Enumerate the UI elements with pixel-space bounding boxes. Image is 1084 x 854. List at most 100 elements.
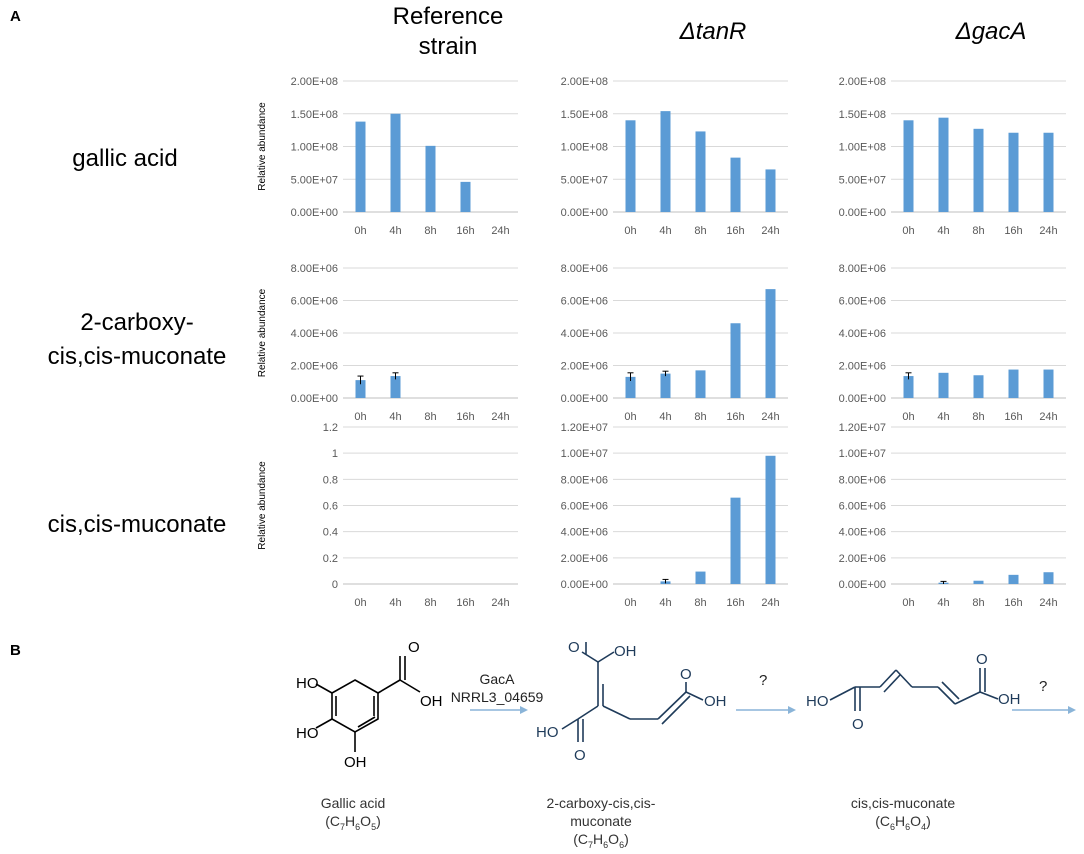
enzyme-label: GacA NRRL3_04659 [442,670,552,706]
enzyme-name: GacA [479,671,515,687]
y-tick-label: 8.00E+06 [839,263,886,275]
x-tick-label: 8h [694,225,706,237]
pathway-diagram: O OH HO HO OH OH O HO O O OH [296,639,1076,771]
y-tick-label: 5.00E+07 [561,174,608,186]
bar [730,323,741,398]
x-tick-label: 0h [624,411,636,423]
y-tick-label: 2.00E+06 [561,361,608,373]
y-tick-label: 2.00E+08 [561,76,608,88]
x-tick-label: 8h [972,597,984,609]
y-tick-label: 0.00E+00 [839,393,886,405]
reaction-arrow-3-head [1068,706,1076,714]
x-tick-label: 4h [937,597,949,609]
x-tick-label: 24h [1039,225,1057,237]
y-tick-label: 0.00E+00 [561,393,608,405]
x-tick-label: 4h [389,597,401,609]
bar [973,580,984,584]
y-tick-label: 8.00E+06 [291,263,338,275]
x-tick-label: 16h [1004,597,1022,609]
bar [660,373,671,398]
column-header-tanr: ΔtanR [679,18,747,45]
y-tick-label: 6.00E+06 [561,296,608,308]
bar [355,380,366,398]
bar [1008,574,1019,584]
bar [660,111,671,212]
muconate-o-atom: O [976,651,988,668]
y-tick-label: 0.00E+00 [839,207,886,219]
y-tick-label: 1.50E+08 [839,109,886,121]
unknown-step-label: ? [759,672,768,689]
y-tick-label: 2.00E+06 [291,361,338,373]
bar [1043,132,1054,212]
y-tick-label: 0 [332,579,338,591]
y-tick-label: 6.00E+06 [839,296,886,308]
muconate-ho-atom: HO [806,693,829,710]
bar [1008,369,1019,398]
panel-a-label: A [10,8,21,25]
y-tick-label: 1.00E+08 [291,142,338,154]
unknown-step-label: ? [1039,678,1048,695]
bar [695,370,706,398]
y-tick-label: 0.8 [323,474,338,486]
x-tick-label: 4h [937,225,949,237]
y-tick-label: 2.00E+06 [839,361,886,373]
x-tick-label: 24h [761,597,779,609]
muconate-name: cis,cis-muconate [850,795,956,811]
bar [973,375,984,398]
y-tick-label: 1.50E+08 [291,109,338,121]
y-tick-label: 4.00E+06 [561,328,608,340]
gallic-acid-formula: (C7H6O5) [325,813,381,832]
carboxy-muconate-o-atom: O [680,666,692,683]
x-tick-label: 0h [624,597,636,609]
y-axis-label: Relative abundance [257,461,268,550]
y-tick-label: 0.00E+00 [839,579,886,591]
bar [973,128,984,212]
x-tick-label: 4h [389,411,401,423]
bar [1008,132,1019,212]
x-tick-label: 4h [659,225,671,237]
muconate-oh-atom: OH [998,691,1021,708]
bar [695,131,706,212]
bar [460,181,471,212]
x-tick-label: 8h [972,225,984,237]
y-tick-label: 1.00E+08 [839,142,886,154]
y-tick-label: 4.00E+06 [839,527,886,539]
y-tick-label: 0.00E+00 [561,579,608,591]
x-tick-label: 0h [902,597,914,609]
x-tick-label: 16h [726,411,744,423]
x-tick-label: 0h [354,225,366,237]
carboxy-muconate-o-atom: O [574,747,586,764]
x-tick-label: 16h [726,597,744,609]
carboxy-muconate-o-atom: O [568,639,580,656]
carboxy-muconate-formula: (C7H6O6) [573,831,629,850]
y-tick-label: 4.00E+06 [291,328,338,340]
gallic-acid-ho-atom: HO [296,725,319,742]
x-tick-label: 24h [1039,597,1057,609]
bar [730,497,741,584]
y-tick-label: 2.00E+08 [839,76,886,88]
x-tick-label: 24h [1039,411,1057,423]
bar [765,455,776,584]
bar [390,113,401,212]
x-tick-label: 8h [694,597,706,609]
bar [903,120,914,212]
x-tick-label: 16h [1004,411,1022,423]
x-tick-label: 24h [491,597,509,609]
carboxy-muconate-structure [561,642,704,742]
y-tick-label: 0.00E+00 [291,393,338,405]
x-tick-label: 0h [902,225,914,237]
y-tick-label: 8.00E+06 [839,474,886,486]
column-header-reference: Reference strain [353,2,543,62]
row-header-line1: 2-carboxy- [80,309,194,336]
bar [765,169,776,212]
carboxy-muconate-oh-atom: OH [704,693,727,710]
x-tick-label: 8h [972,411,984,423]
y-tick-label: 1 [332,448,338,460]
y-tick-label: 8.00E+06 [561,474,608,486]
x-tick-label: 16h [456,411,474,423]
x-tick-label: 24h [761,411,779,423]
y-tick-label: 1.2 [323,422,338,434]
y-tick-label: 1.00E+07 [839,448,886,460]
carboxy-muconate-ho-atom: HO [536,724,559,741]
x-tick-label: 4h [937,411,949,423]
